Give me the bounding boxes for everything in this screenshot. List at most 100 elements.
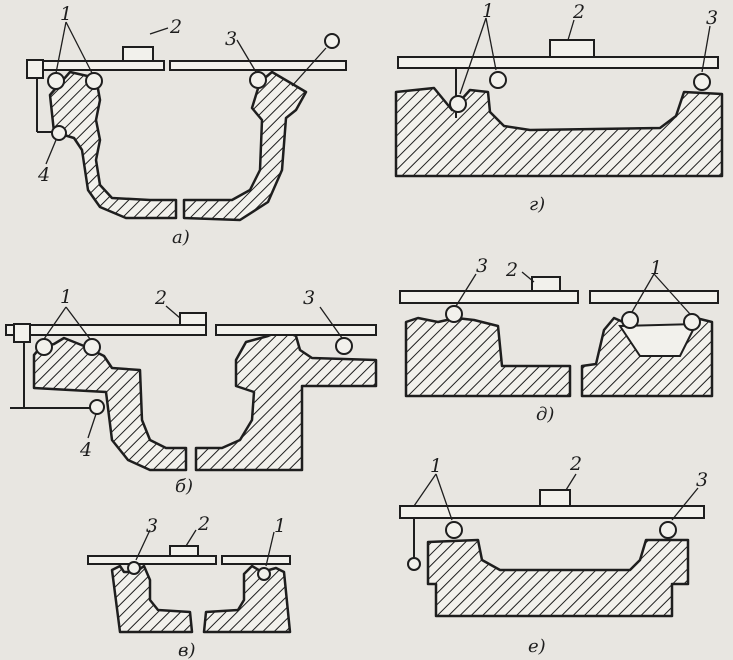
leader-g3: [701, 25, 711, 73]
straightedge-bar-d-left: [399, 290, 579, 304]
diagram-g: 1 2 3 г): [394, 0, 724, 215]
label-d-3: 3: [476, 255, 488, 277]
label-g-3: 3: [706, 7, 718, 29]
straightedge-bar-b-left: [5, 324, 207, 336]
measuring-ball-b3: [335, 337, 353, 355]
leader-g2: [567, 19, 575, 41]
leader-a1-1: [55, 21, 67, 74]
measuring-ball-v1: [257, 567, 271, 581]
leader-v2: [185, 529, 197, 547]
label-b-3: 3: [303, 287, 315, 309]
leader-e1-2: [435, 473, 453, 521]
label-e-3: 3: [696, 469, 708, 491]
leader-b1-2: [65, 306, 91, 340]
label-a-4: 4: [37, 164, 50, 186]
leader-gauge-a: [291, 47, 327, 87]
bed-section-e: [426, 538, 690, 618]
label-v-1: 1: [274, 515, 286, 537]
straightedge-bar-b-right: [215, 324, 377, 336]
measuring-ball-e1: [445, 521, 463, 539]
label-b-1: 1: [60, 286, 72, 308]
indicator-clamp-a: [26, 59, 44, 79]
label-v-3: 3: [146, 515, 158, 537]
leader-e2: [565, 473, 577, 491]
leader-g1-1: [459, 17, 487, 95]
level-block-v: [169, 545, 199, 557]
dial-indicator-b: [89, 399, 105, 415]
level-block-b: [179, 312, 207, 326]
leader-a4: [45, 139, 57, 165]
caption-g: г): [529, 194, 545, 215]
caption-b: б): [175, 476, 193, 497]
measuring-ball-a2: [85, 72, 103, 90]
bed-section-a: [48, 70, 308, 222]
straightedge-bar-a-left: [27, 60, 165, 71]
straightedge-bar-d-right: [589, 290, 719, 304]
leader-e1-1: [413, 473, 437, 507]
measuring-ball-g1b: [489, 71, 507, 89]
leader-g1-2: [485, 17, 497, 71]
measuring-ball-g1a: [449, 95, 467, 113]
measuring-ball-d3: [445, 305, 463, 323]
measuring-ball-b2: [83, 338, 101, 356]
measuring-ball-a3: [249, 71, 267, 89]
dial-indicator-e: [407, 557, 421, 571]
caption-e: е): [528, 636, 546, 657]
measuring-ball-v3: [127, 561, 141, 575]
measuring-ball-g3: [693, 73, 711, 91]
leader-a2: [149, 27, 169, 35]
label-b-4: 4: [79, 439, 92, 461]
leader-d2: [521, 271, 535, 283]
caption-v: в): [178, 640, 196, 660]
straightedge-bar-v-left: [87, 555, 217, 565]
bed-section-v: [110, 564, 292, 634]
measuring-ball-e3: [659, 521, 677, 539]
label-d-2: 2: [505, 259, 518, 281]
caption-a: а): [172, 227, 190, 248]
v-groove-d: [618, 322, 698, 357]
leader-v1: [265, 531, 275, 567]
label-a-2: 2: [169, 16, 182, 38]
level-block-a: [122, 46, 154, 62]
label-g-2: 2: [572, 1, 585, 23]
label-g-1: 1: [482, 0, 494, 22]
diagram-b: 1 2 3 4 б): [5, 286, 378, 497]
leader-d1-1: [631, 273, 655, 313]
dial-indicator-a: [51, 125, 67, 141]
diagram-a: 1 2 3 4 а): [26, 3, 347, 248]
diagram-v: 3 2 1 в): [87, 513, 292, 660]
measuring-ball-d1a: [621, 311, 639, 329]
diagram-d: 3 2 1 д): [399, 255, 719, 425]
straightedge-bar-e: [399, 505, 705, 519]
label-d-1: 1: [650, 257, 662, 279]
measuring-ball-a1: [47, 72, 65, 90]
label-a-1: 1: [60, 3, 72, 25]
leader-b1-1: [43, 306, 67, 340]
level-block-d: [531, 276, 561, 292]
leader-a3: [236, 39, 257, 73]
indicator-clamp-b: [13, 323, 31, 343]
level-block-e: [539, 489, 571, 507]
leader-d1-2: [653, 273, 691, 315]
straightedge-bar-v-right: [221, 555, 291, 565]
leader-b2: [165, 305, 181, 319]
label-e-2: 2: [569, 453, 582, 475]
straightedge-bar-a-right: [169, 60, 347, 71]
leader-d3: [455, 273, 477, 307]
caption-d: д): [536, 404, 554, 425]
indicator-gauge-icon: [324, 33, 340, 49]
label-b-2: 2: [154, 287, 167, 309]
measuring-ball-d1b: [683, 313, 701, 331]
label-e-1: 1: [430, 455, 442, 477]
leader-v3: [135, 529, 151, 561]
measuring-ball-b1: [35, 338, 53, 356]
level-block-g: [549, 39, 595, 58]
leader-e3: [671, 487, 699, 521]
straightedge-bar-g: [397, 56, 719, 69]
diagram-e: 1 2 3 е): [399, 453, 708, 657]
label-v-2: 2: [197, 513, 210, 535]
bed-section-g: [394, 86, 724, 178]
leader-b3: [319, 306, 343, 339]
leader-b4: [87, 413, 97, 439]
